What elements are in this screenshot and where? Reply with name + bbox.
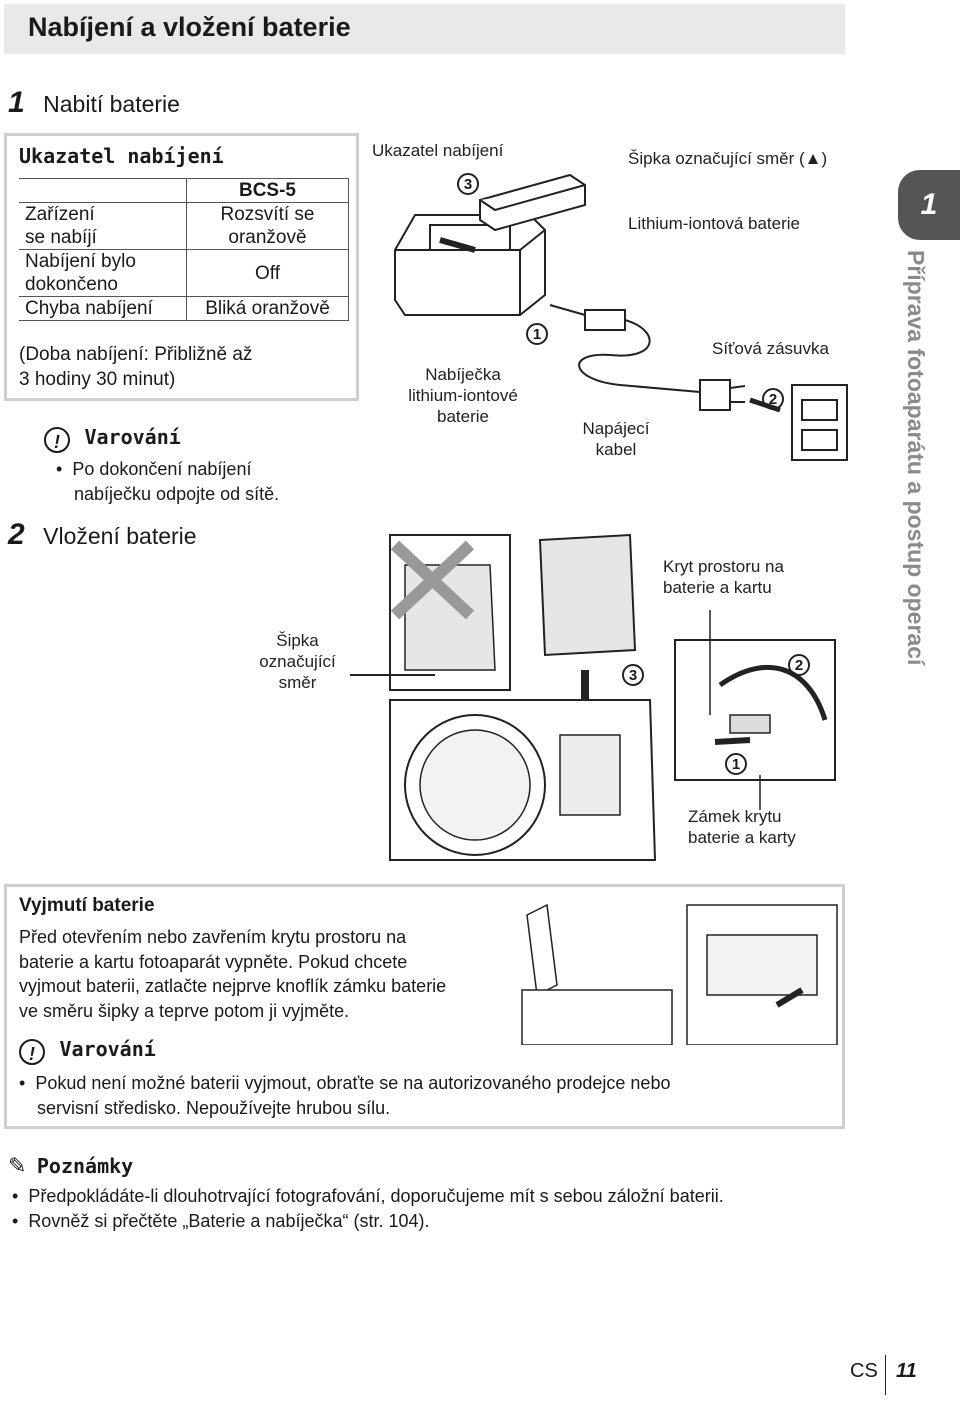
removal-diagram [521,903,838,1045]
warning-line: nabíječku odpojte od sítě. [74,483,280,504]
warning-2: ! Varování [19,1037,156,1065]
warning-icon: ! [44,426,70,453]
removal-heading: Vyjmutí baterie [19,895,155,916]
list-item: • Rovněž si přečtěte „Baterie a nabíječk… [12,1211,430,1231]
step-marker-3: 3 [622,664,644,686]
model-label: BCS-5 [186,178,349,203]
step-marker-2: 2 [788,654,810,676]
list-item: • Předpokládáte-li dlouhotrvající fotogr… [12,1186,724,1206]
time-note-line: (Doba nabíjení: Přibližně až [19,344,253,365]
notes-list: • Předpokládáte-li dlouhotrvající fotogr… [12,1184,724,1234]
cable-label: Napájecí kabel [582,419,650,459]
battery-removal-box: Vyjmutí baterie Před otevřením nebo zavř… [4,884,845,1129]
battery-illustration [479,173,586,232]
state-label: dokončeno [25,274,118,295]
removal-text: Před otevřením nebo zavřením krytu prost… [19,927,447,1021]
step-marker-3: 3 [457,173,479,195]
page-number: 11 [896,1360,917,1382]
cover-label: Kryt prostoru na baterie a kartu [663,557,784,597]
table-header-row: BCS-5 [19,178,349,203]
table-row: Chyba nabíjení Bliká oranžově [19,296,349,321]
state-value: oranžově [228,227,307,248]
lock-label: Zámek krytu baterie a karty [688,807,796,847]
step-marker-2: 2 [762,388,784,410]
outlet-illustration [791,384,848,461]
arrow-direction-label: Šipka označující směr (▲) [628,149,828,168]
step-number: 2 [8,518,25,551]
step-title: Nabití baterie [43,91,180,117]
warning-text: • Po dokončení nabíjení nabíječku odpojt… [56,458,280,504]
language-code: CS [850,1360,878,1382]
warning-heading: Varování [84,425,181,449]
state-label: Nabíjení bylo [25,251,136,272]
step-title: Vložení baterie [43,523,197,549]
chapter-tab: 1 [898,170,960,240]
arrow-direction-label-2: Šipka označující směr [259,631,336,692]
outlet-label: Síťová zásuvka [712,339,829,358]
state-value: Off [186,249,349,297]
state-label: Chyba nabíjení [19,296,187,321]
state-value: Bliká oranžově [186,296,349,321]
charger-illustration [394,214,546,316]
footer-divider [885,1355,886,1395]
step-marker-1: 1 [526,323,548,345]
indicator-heading: Ukazatel nabíjení [19,144,224,168]
page-title: Nabíjení a vložení baterie [4,4,845,54]
warning-line: Po dokončení nabíjení [72,458,252,479]
state-label: Zařízení [25,204,95,225]
battery-illustration [538,533,637,657]
camera-diagram [350,533,836,861]
step-1-heading: 1 Nabití baterie [8,86,180,120]
cross-icon [390,540,475,620]
indicator-label: Ukazatel nabíjení [372,141,504,160]
charger-label: Nabíječka lithium-iontové baterie [408,365,518,426]
warning-2-text: • Pokud není možné baterii vyjmout, obra… [19,1073,671,1118]
charging-time-note: (Doba nabíjení: Přibližně až 3 hodiny 30… [19,342,252,392]
warning-icon: ! [19,1038,45,1065]
li-battery-label: Lithium-iontová baterie [628,214,800,233]
notes-heading: ✎ Poznámky [8,1153,134,1178]
cover-detail-frame [674,639,836,781]
state-value: Rozsvítí se [220,204,315,225]
pencil-icon: ✎ [8,1153,27,1178]
chapter-side-title: Příprava fotoaparátu a postup operací [903,250,929,666]
state-label: se nabíjí [25,227,97,248]
step-number: 1 [8,86,25,119]
warning-heading: Varování [59,1037,156,1061]
charger-diagram [394,173,848,461]
warning-1: ! Varování • Po dokončení nabíjení nabíj… [44,425,279,507]
step-marker-1: 1 [725,753,747,775]
time-note-line: 3 hodiny 30 minut) [19,369,176,390]
step-2-heading: 2 Vložení baterie [8,518,197,552]
